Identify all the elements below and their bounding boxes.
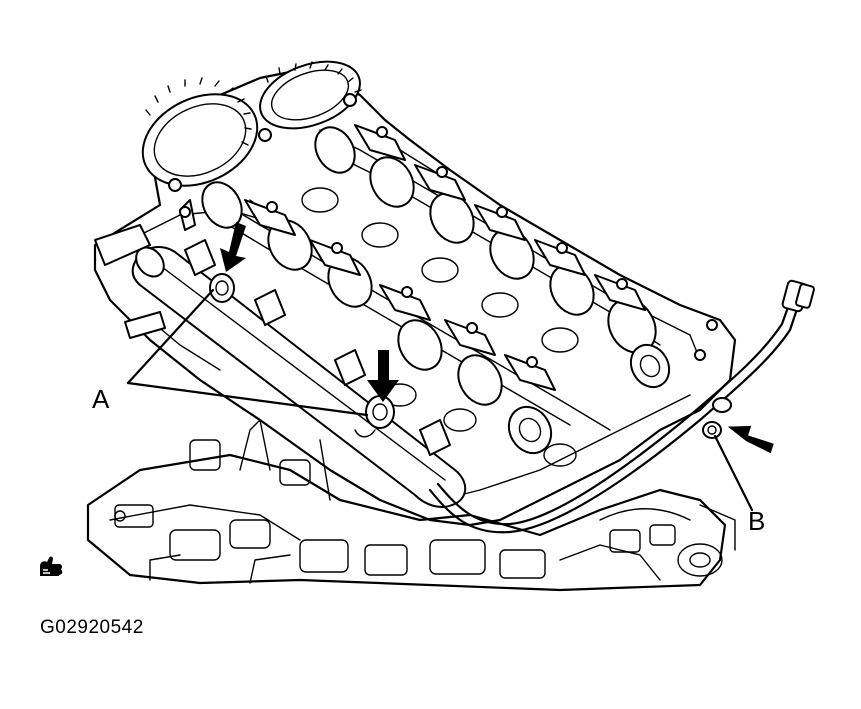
hand-note-icon	[40, 556, 63, 576]
arrow-down-middle-icon	[367, 350, 399, 402]
callout-arrows	[220, 222, 774, 454]
engine-block	[86, 419, 736, 592]
leader-line-b	[713, 434, 754, 512]
left-brackets	[94, 199, 196, 339]
leader-line-a-lower	[126, 381, 369, 417]
fuel-delivery-pipe	[131, 239, 467, 508]
fuel-pipe	[428, 279, 815, 534]
camshafts	[201, 124, 718, 467]
timing-sprockets	[141, 60, 362, 192]
callout-label-a: A	[92, 384, 110, 414]
leader-line-a-upper	[126, 288, 215, 385]
arrow-down-left-icon	[220, 222, 246, 272]
callout-label-b: B	[748, 506, 766, 536]
arrow-left-right-icon	[727, 425, 774, 454]
leader-lines	[126, 288, 754, 512]
figure-id: G02920542	[40, 617, 144, 638]
